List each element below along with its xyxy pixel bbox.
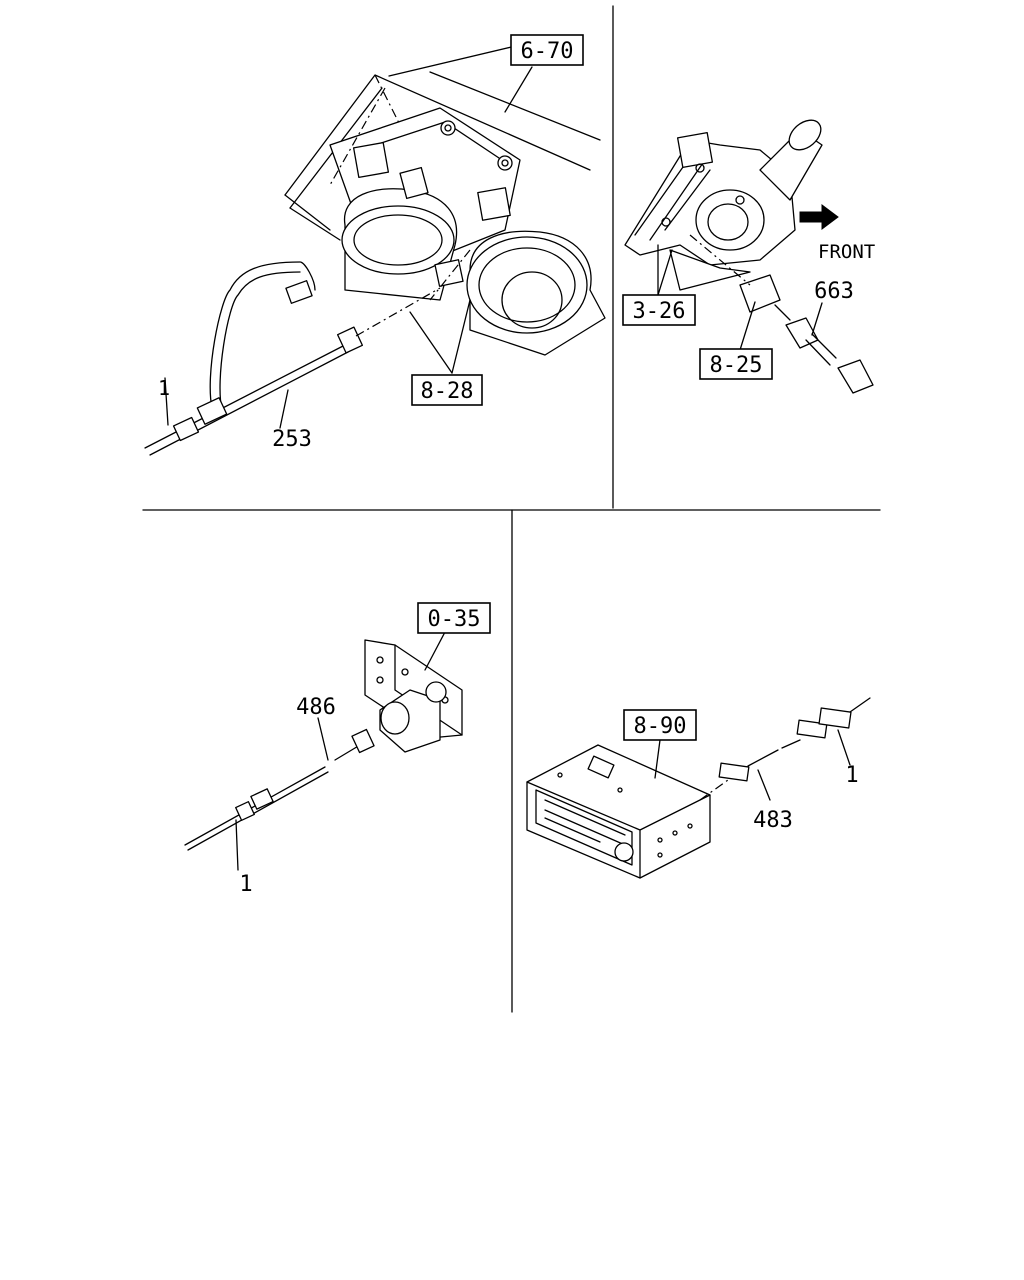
sensor-bracket-illustration xyxy=(184,631,463,871)
horn-assembly-illustration xyxy=(144,44,606,456)
ref-8-90-label: 8-90 xyxy=(634,714,687,739)
ref-8-28-label: 8-28 xyxy=(421,379,474,404)
part-1-top-left-label: 1 xyxy=(158,376,170,400)
ref-8-25-label: 8-25 xyxy=(710,353,763,378)
part-1-bottom-left-label: 1 xyxy=(239,872,252,897)
ref-6-70: 6-70 xyxy=(510,34,584,66)
radio-unit-illustration xyxy=(526,697,871,879)
part-486-label: 486 xyxy=(296,695,336,720)
ref-3-26-label: 3-26 xyxy=(633,299,686,324)
ref-6-70-label: 6-70 xyxy=(521,39,574,64)
quadrant-dividers xyxy=(142,5,881,1013)
part-253-label: 253 xyxy=(272,427,312,452)
ref-8-28: 8-28 xyxy=(411,374,483,406)
part-663-label: 663 xyxy=(814,279,854,304)
switch-assembly-illustration xyxy=(624,119,874,394)
ref-8-90: 8-90 xyxy=(623,709,697,741)
part-1-bottom-right-label: 1 xyxy=(845,763,858,788)
ref-8-25: 8-25 xyxy=(699,348,773,380)
ref-3-26: 3-26 xyxy=(622,294,696,326)
front-direction-label: FRONT xyxy=(818,241,875,263)
part-483-label: 483 xyxy=(753,808,793,833)
ref-0-35-label: 0-35 xyxy=(428,607,481,632)
ref-0-35: 0-35 xyxy=(417,602,491,634)
